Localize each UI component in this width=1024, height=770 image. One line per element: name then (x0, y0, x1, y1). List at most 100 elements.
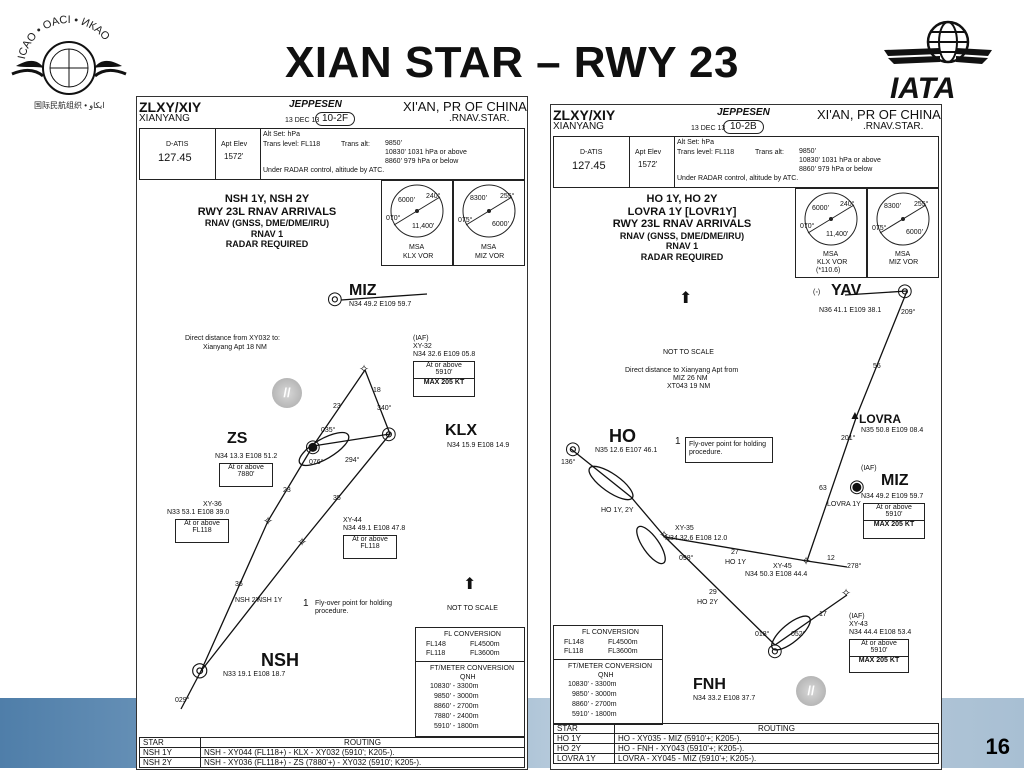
msa-bearing: 070° (800, 223, 815, 230)
fl-conv-cell: FL148 (426, 641, 446, 648)
routing-header-cell: ROUTING (200, 737, 525, 748)
chart-type: .RNAV.STAR. (863, 121, 924, 132)
direct-line: XT043 19 NM (667, 383, 711, 390)
route-lines (180, 293, 428, 710)
leg-label: HO 1Y, 2Y (601, 507, 634, 514)
ft-conv-row: 7880' - 2400m (434, 713, 479, 720)
ft-conv-row: 10830' - 3300m (568, 681, 617, 688)
trans-level: Trans level: FL118 (677, 149, 735, 156)
msa-station: KLX VOR (403, 253, 434, 260)
alt-line: 5910' (870, 647, 888, 654)
fix-coord: N34 33.2 E108 37.7 (693, 695, 756, 702)
slide-marker-icon[interactable]: // (272, 378, 302, 408)
leg-label: 018° (755, 631, 770, 638)
holding-pattern (636, 525, 666, 565)
fix-coord: N35 12.6 E107 46.1 (595, 447, 658, 454)
msa-klx-box: 6000' 11,400' 240° 070° MSA KLX VOR (*11… (795, 188, 867, 278)
chart-type: .RNAV.STAR. (449, 113, 510, 124)
radar-note: Under RADAR control, altitude by ATC. (263, 167, 385, 174)
leg-label: 27 (731, 549, 739, 556)
leg-label: 201° (841, 435, 856, 442)
alt-line: At or above (228, 464, 264, 471)
datis-freq: 127.45 (158, 152, 192, 164)
routing-star: NSH 1Y (139, 747, 201, 758)
msa-freq: (*110.6) (816, 267, 841, 274)
fl-conv-cell: FL118 (426, 650, 446, 657)
icao-logo: ICAO • OACI • ИКАО 国际民航组织 • ايكاو (10, 14, 128, 116)
not-to-scale: NOT TO SCALE (663, 349, 714, 356)
ndb-icon: (◦) (813, 289, 821, 296)
direct-line: MIZ 26 NM (673, 375, 708, 382)
leg-label: 23 (333, 403, 341, 410)
procedure-line: LOVRA 1Y [LOVR1Y] (627, 205, 737, 218)
routing-table: STAR ROUTING HO 1Y HO - XY035 - MIZ (591… (553, 723, 939, 764)
alt-line: At or above (876, 504, 912, 511)
altitude-restriction-box: At or above 7880' (219, 463, 273, 487)
fix-name: FNH (693, 676, 726, 693)
msa-label: MSA (481, 244, 497, 251)
fix-name: YAV (831, 282, 862, 299)
publisher: JEPPESEN (717, 107, 770, 118)
alt-line: FL118 (360, 543, 380, 550)
leg-label: 18 (373, 387, 381, 394)
airport-name: XIANYANG (139, 113, 190, 124)
flyover-note: Fly-over point for holding procedure. (315, 600, 393, 616)
altitude-restriction-box: At or above 5910' MAX 205 KT (863, 503, 925, 539)
trans-alt-2: 10830' 1031 hPa or above (799, 157, 881, 164)
fix-name: XY-35 (675, 525, 694, 532)
chart-date: 13 DEC 13 (285, 117, 320, 124)
msa-miz-box: 8300' 6000' 255° 075° MSA MIZ VOR (453, 180, 525, 266)
north-arrow-icon: ⬆ (679, 290, 693, 307)
alt-line: 5910' (435, 369, 453, 376)
flyover-number: 1 (303, 598, 309, 609)
trans-alt-3: 8860' 979 hPa or below (799, 166, 873, 173)
direct-target: Xianyang Apt 18 NM (203, 344, 267, 351)
procedure-line: HO 1Y, HO 2Y (646, 193, 718, 205)
ft-conv-row: 9850' - 3000m (572, 691, 617, 698)
ft-conversion-title: FT/METER CONVERSION (568, 663, 653, 670)
leg-label: NSH 1Y (257, 597, 283, 604)
procedure-line: RADAR REQUIRED (225, 238, 309, 249)
leg-label: HO 1Y (725, 559, 747, 566)
flyover-number: 1 (675, 436, 681, 447)
routing-row: NSH 1Y NSH - XY044 (FL118+) - KLX - XY03… (139, 747, 525, 758)
msa-bearing: 070° (386, 215, 401, 222)
fix-name: ZS (227, 430, 248, 447)
iata-logo-text: IATA (890, 72, 956, 102)
airport-code: ZLXY/XIY (139, 99, 202, 115)
msa-circle-icon (876, 192, 930, 246)
altitude-restriction-box: At or above 5910' MAX 205 KT (413, 361, 475, 397)
leg-label: 35 (333, 495, 341, 502)
leg-label: 340° (377, 405, 392, 412)
altitude-restriction-box: At or above 5910' MAX 205 KT (849, 639, 909, 673)
north-arrow-icon: ⬆ (463, 576, 477, 593)
fl-conversion-box: FL CONVERSION FL148 FL4500m FL118 FL3600… (553, 625, 663, 661)
qnh-label: QNH (460, 674, 476, 681)
leg-label: 29 (709, 589, 717, 596)
fix-coord: N34 13.3 E108 51.2 (215, 453, 278, 460)
routing-star: HO 1Y (553, 733, 615, 744)
fl-conv-cell: FL118 (564, 648, 584, 655)
fl-conv-cell: FL148 (564, 639, 584, 646)
trans-level: Trans level: FL118 (263, 141, 321, 148)
left-star-chart: ZLXY/XIY XIANYANG JEPPESEN 13 DEC 13 10-… (136, 96, 528, 770)
fix-name: XY-43 (849, 621, 868, 628)
trans-alt-1: 9850' (385, 140, 402, 147)
ft-conv-row: 5910' - 1800m (572, 711, 617, 718)
slide-marker-icon[interactable]: // (796, 676, 826, 706)
fix-name: LOVRA (859, 412, 901, 426)
fl-conv-cell: FL4500m (608, 639, 638, 646)
chart-number: 10-2F (315, 112, 356, 126)
alt-line: 7880' (237, 471, 255, 478)
fix-iaf: (IAF) (849, 613, 865, 620)
msa-station: KLX VOR (817, 259, 848, 266)
routing-star: NSH 2Y (139, 757, 201, 768)
leg-label: 23 (283, 487, 291, 494)
fl-conversion-title: FL CONVERSION (444, 631, 501, 638)
fix-coord: N34 32.6 E108 12.0 (665, 535, 728, 542)
msa-label: MSA (823, 251, 839, 258)
datis-freq: 127.45 (572, 160, 606, 172)
fix-coord: N34 32.6 E109 05.8 (413, 351, 476, 358)
routing-star: LOVRA 1Y (553, 753, 615, 764)
procedure-line: NSH 1Y, NSH 2Y (224, 193, 310, 205)
